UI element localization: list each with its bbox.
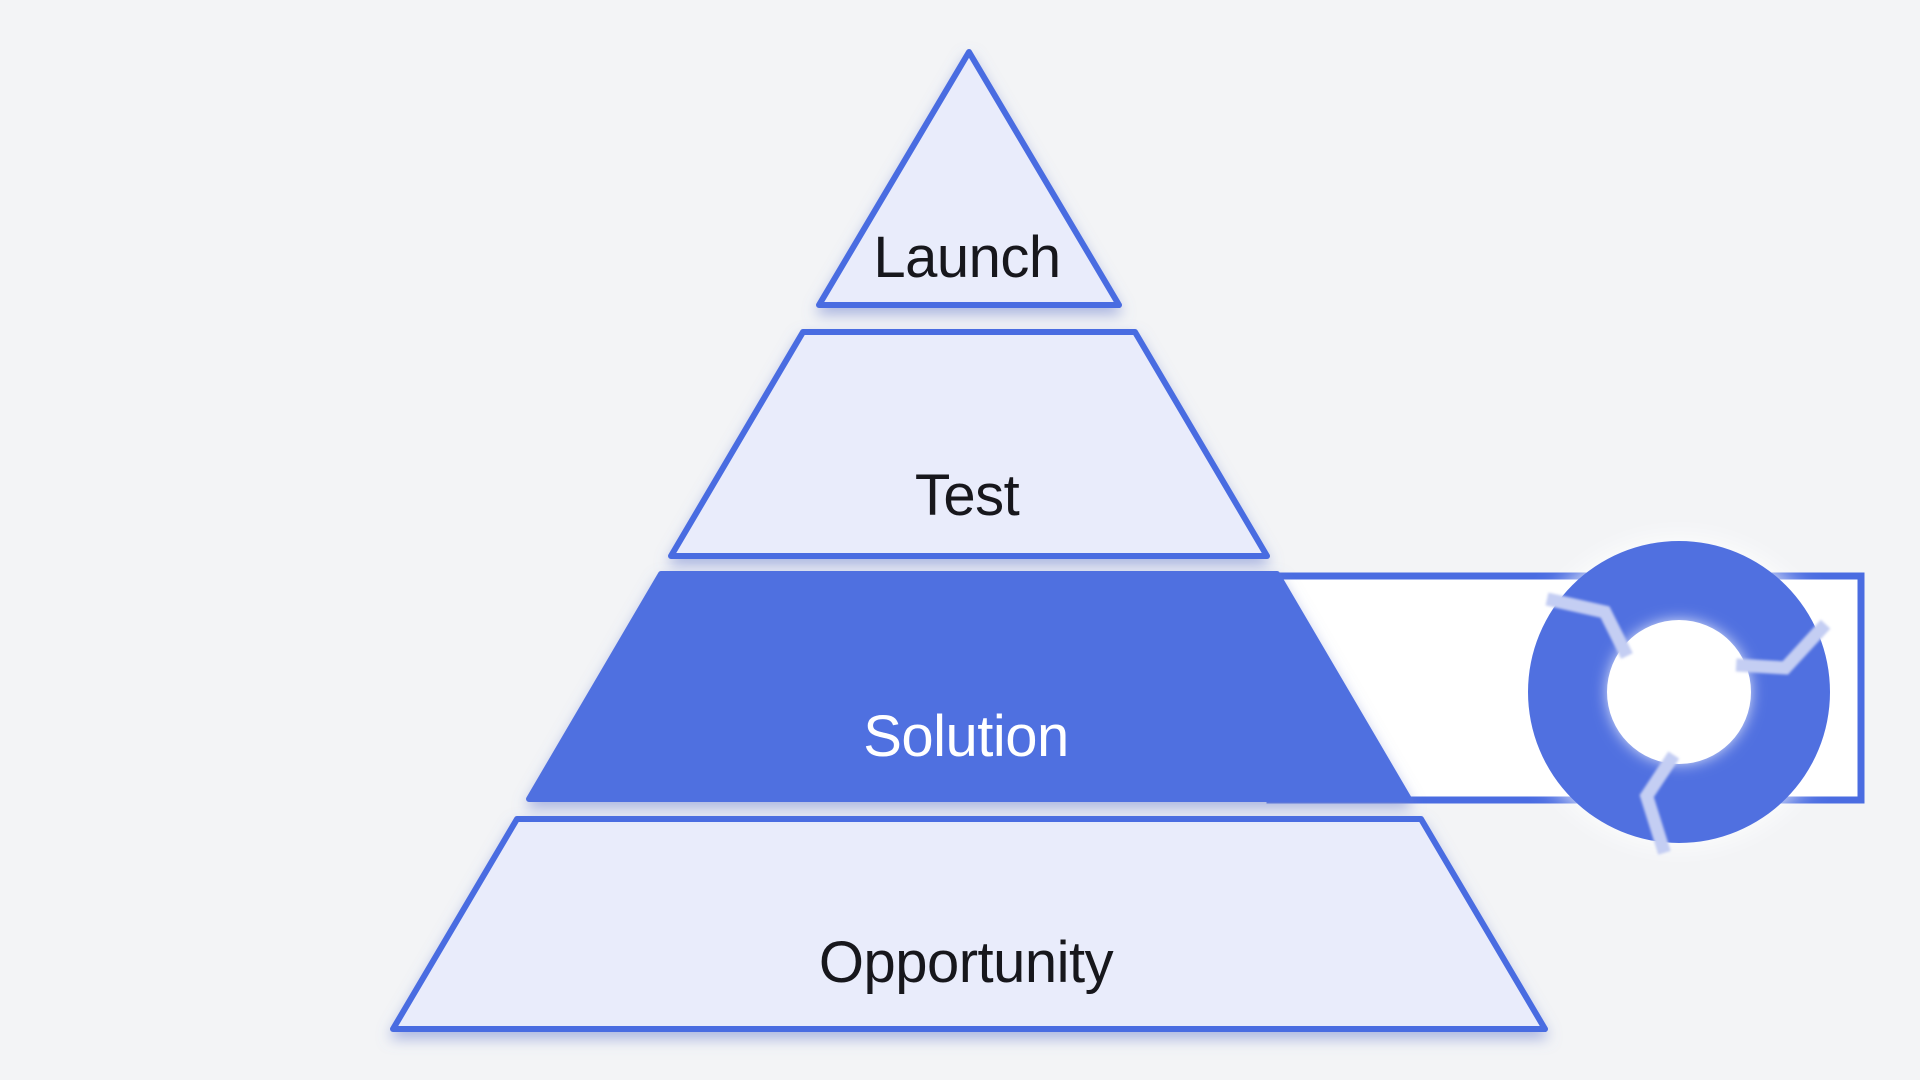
icon-segment-cuts: [1545, 592, 1831, 855]
pyramid-level-launch[interactable]: [816, 49, 1122, 308]
pyramid-level-solution[interactable]: [526, 571, 1412, 802]
pyramid-level-opportunity[interactable]: [390, 816, 1548, 1032]
icon-hole: [1609, 622, 1749, 762]
pyramid-level-test[interactable]: [668, 329, 1270, 559]
cycle-arrows-icon[interactable]: [1527, 540, 1831, 855]
